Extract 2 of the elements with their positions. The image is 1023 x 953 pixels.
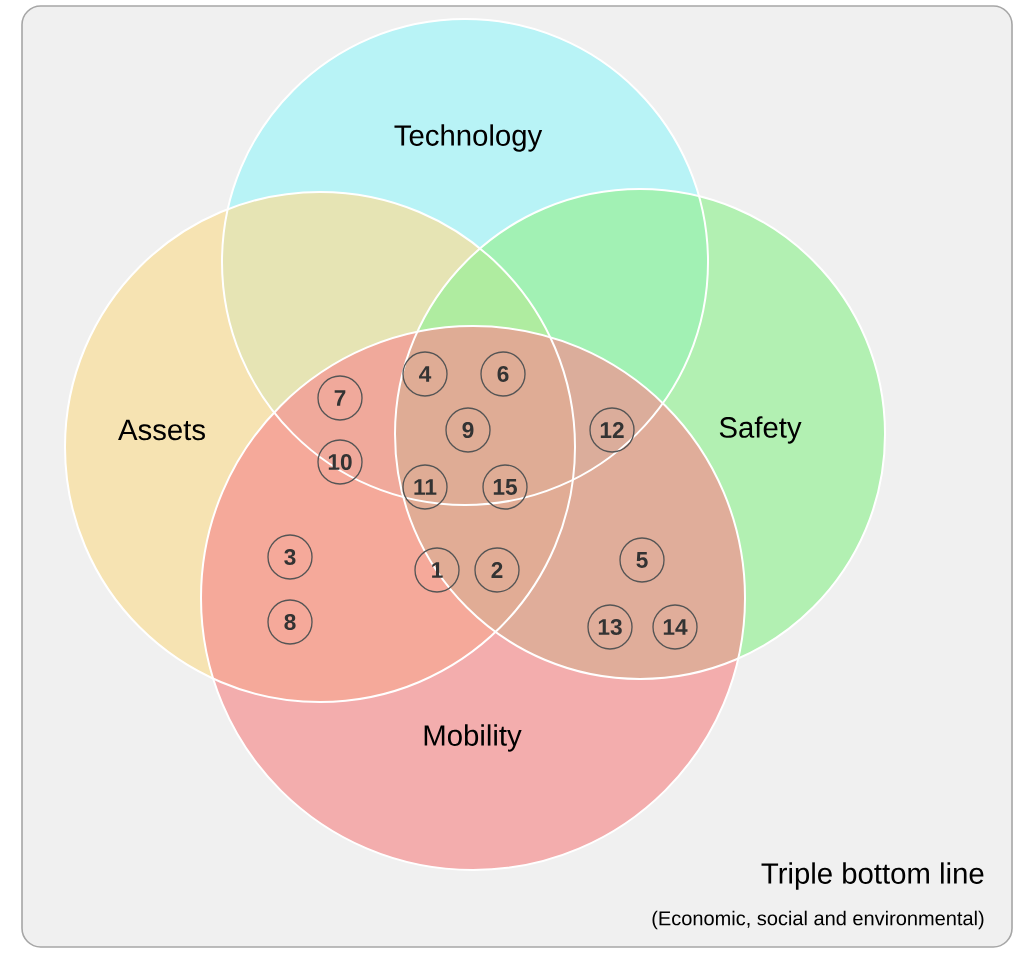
note-text: (Economic, social and environmental): [652, 910, 984, 930]
note-text: Triple bottom line: [761, 862, 984, 890]
